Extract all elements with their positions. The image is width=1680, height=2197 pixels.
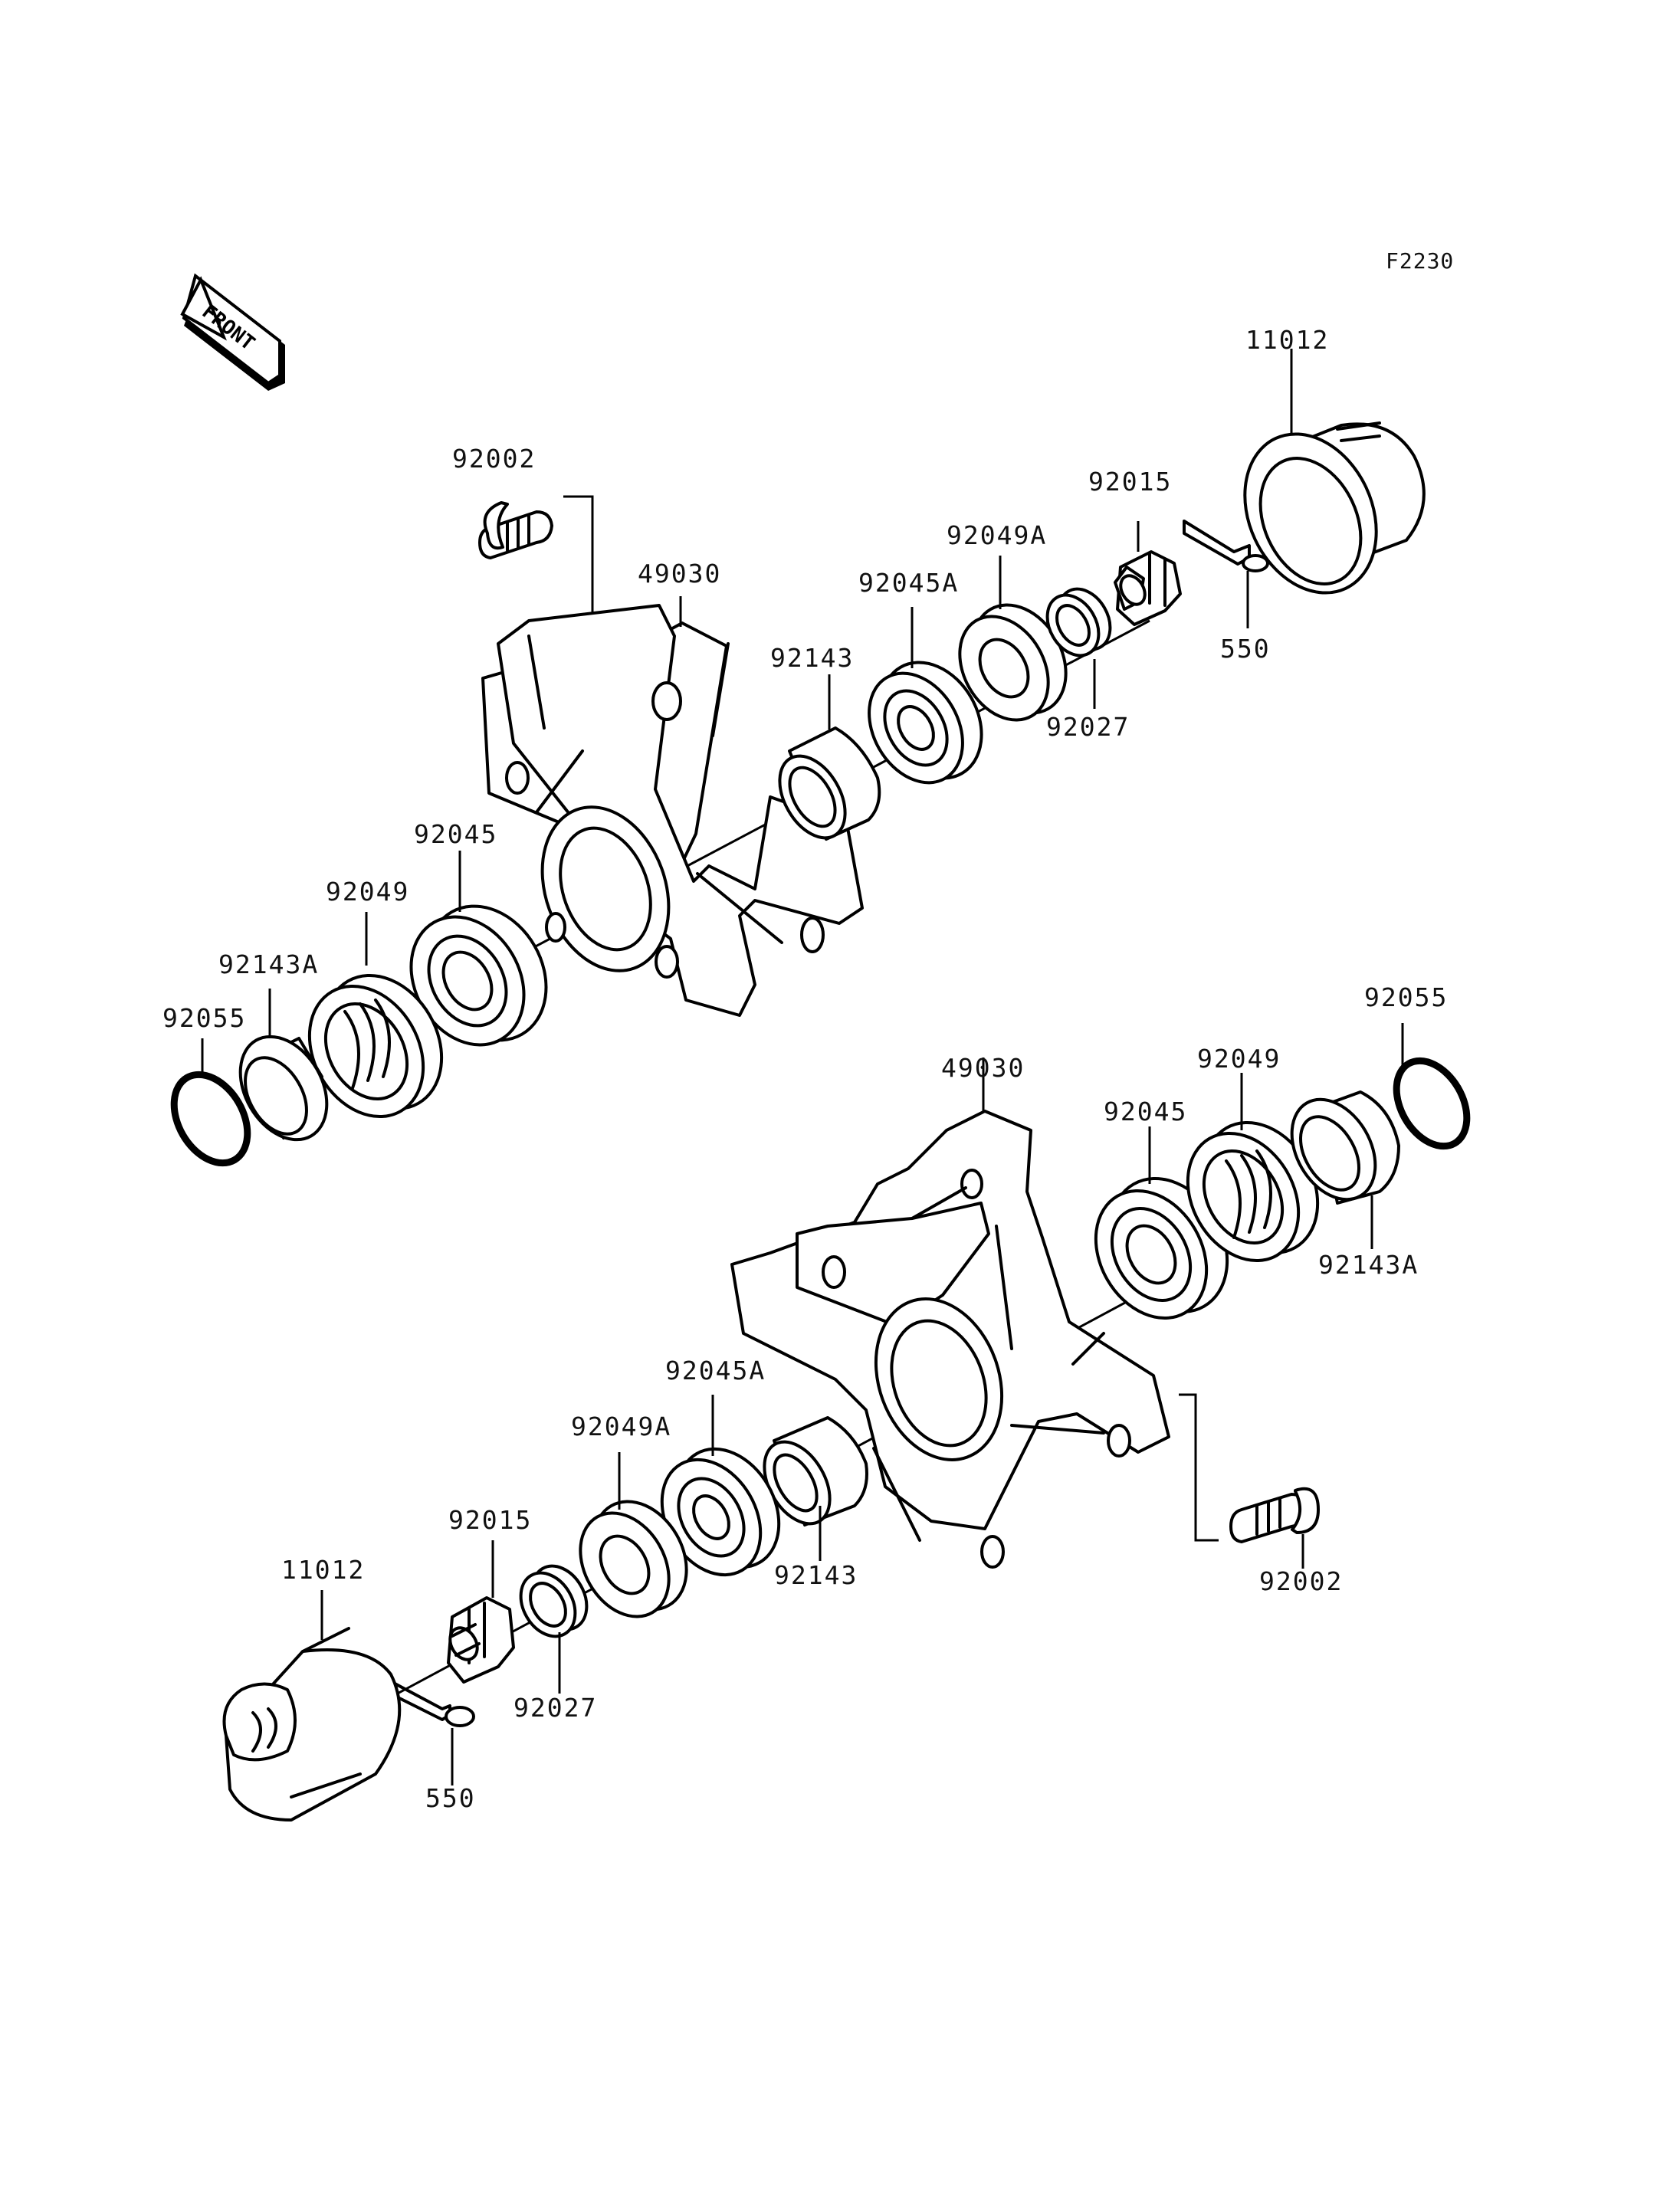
- upper-collar: [778, 726, 881, 841]
- upper-o-ring: [170, 1071, 251, 1167]
- upper-assembly: 92002 49030 92143 92045A 92049A 92015 11…: [162, 325, 1426, 1167]
- lower-label-cap: 11012: [281, 1555, 365, 1585]
- lower-label-collar: 92143: [774, 1560, 858, 1590]
- lower-label-bearing-a: 92045A: [665, 1356, 766, 1385]
- lower-cap: [222, 1627, 402, 1822]
- lower-label-bearing: 92045: [1104, 1097, 1187, 1126]
- upper-bearing-a: [868, 661, 983, 785]
- upper-seal: [307, 973, 444, 1119]
- lower-label-seal: 92049: [1197, 1044, 1281, 1074]
- upper-cotter-pin: [1183, 520, 1269, 572]
- lower-label-seal-a: 92049A: [571, 1412, 671, 1441]
- lower-label-hub: 49030: [941, 1053, 1025, 1083]
- upper-seal-a: [958, 603, 1068, 722]
- lower-bearing-a: [660, 1447, 781, 1577]
- upper-label-seal-a: 92049A: [947, 520, 1047, 550]
- upper-label-o-ring: 92055: [162, 1003, 246, 1033]
- lower-cotter-pin: [379, 1677, 475, 1727]
- lower-nut: [447, 1596, 515, 1684]
- lower-label-spacer: 92027: [514, 1693, 597, 1723]
- upper-label-hub-bolt: 92002: [452, 444, 536, 474]
- lower-collar-a: [1290, 1090, 1400, 1205]
- lower-label-collar-a: 92143A: [1318, 1250, 1419, 1280]
- upper-label-seal: 92049: [326, 877, 409, 907]
- upper-label-bearing: 92045: [414, 819, 497, 849]
- lower-seal-a: [579, 1500, 688, 1618]
- upper-bearing: [409, 904, 548, 1047]
- lower-hub: [730, 1110, 1170, 1569]
- upper-nut: [1114, 550, 1182, 626]
- upper-label-spacer: 92027: [1046, 712, 1130, 742]
- upper-label-nut: 92015: [1088, 467, 1172, 497]
- lower-spacer: [519, 1564, 589, 1638]
- lower-label-hub-bolt: 92002: [1259, 1566, 1343, 1596]
- lower-hub-bolt: [1229, 1487, 1320, 1543]
- upper-collar-a: [238, 1035, 329, 1142]
- lower-label-nut: 92015: [448, 1505, 532, 1535]
- upper-hub: [481, 604, 864, 1017]
- lower-hub-bolt-bracket: [1179, 1393, 1219, 1542]
- lower-label-cotter-pin: 550: [425, 1783, 476, 1813]
- upper-hub-bolt: [478, 501, 553, 559]
- upper-label-hub: 49030: [638, 559, 721, 589]
- upper-label-cap: 11012: [1245, 325, 1329, 355]
- upper-spacer: [1045, 587, 1112, 657]
- figure-ref: F2230: [1386, 248, 1454, 274]
- upper-label-cotter-pin: 550: [1220, 634, 1271, 664]
- lower-o-ring: [1393, 1057, 1471, 1150]
- upper-label-collar-a: 92143A: [218, 949, 319, 979]
- upper-label-collar: 92143: [770, 643, 854, 673]
- lower-assembly: 49030 92045 92049 92055 92143A 92045A 92…: [222, 982, 1471, 1822]
- upper-label-bearing-a: 92045A: [858, 568, 959, 598]
- front-arrow-icon: FRONT: [180, 273, 285, 391]
- lower-label-o-ring: 92055: [1364, 982, 1448, 1012]
- upper-cap: [1243, 421, 1426, 595]
